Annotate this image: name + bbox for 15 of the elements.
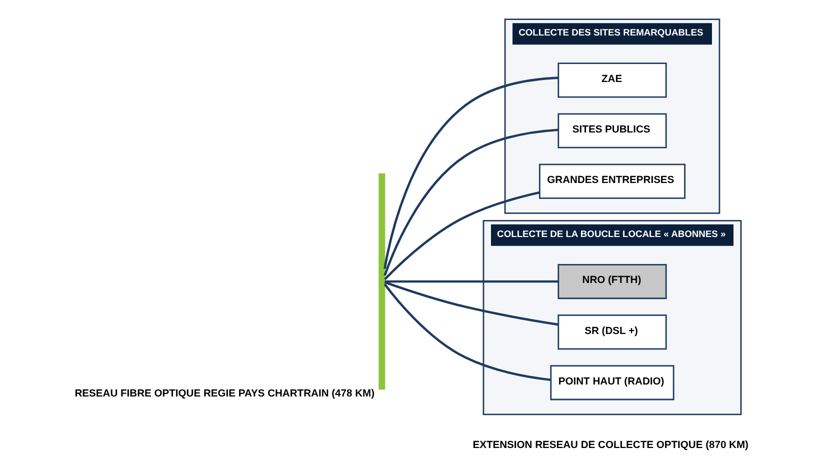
node-box: SR (DSL +): [557, 314, 666, 350]
connector: [384, 280, 558, 283]
connector: [384, 281, 558, 326]
label: EXTENSION RESEAU DE COLLECTE OPTIQUE (870 KM): [472, 440, 748, 452]
node-box: GRANDES ENTREPRISES: [538, 164, 686, 199]
connector: [383, 76, 558, 270]
node-label: RESEAU FIBRE OPTIQUE REGIE PAYS CHARTRAIN (478 KM): [74, 388, 374, 400]
connector: [383, 283, 550, 382]
node-curve: [378, 173, 385, 390]
node-box: SITES PUBLICS: [557, 113, 666, 148]
node-box: NRO (FTTH): [557, 264, 666, 300]
connector: [383, 128, 558, 276]
node-box: ZAE: [557, 62, 666, 98]
connector: [384, 191, 540, 280]
node-box: POINT HAUT (RADIO): [550, 365, 674, 400]
